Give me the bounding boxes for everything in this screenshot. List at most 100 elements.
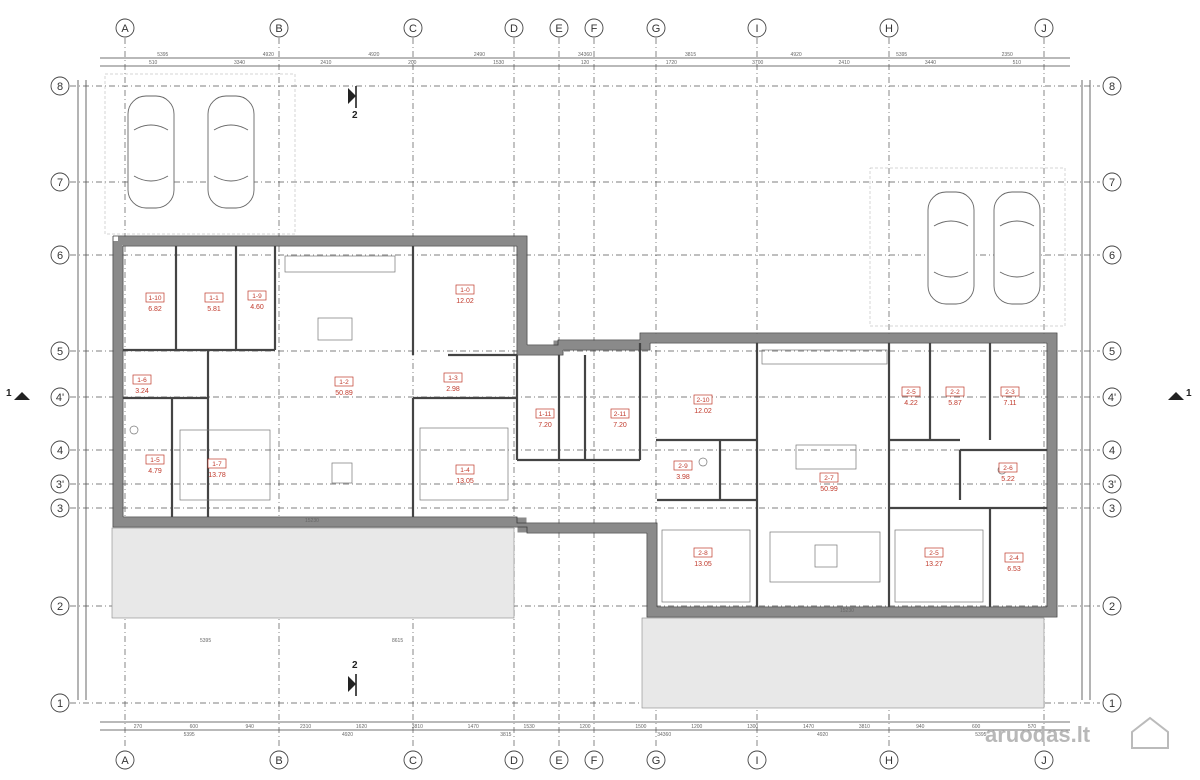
column-marker: F [584, 750, 604, 770]
dimension-text: 1470 [803, 724, 814, 730]
room-area: 2.98 [446, 386, 460, 393]
dimension-text: 2350 [1002, 52, 1013, 58]
room-number: 2-5 [906, 389, 916, 396]
dimension-text: 3810 [412, 724, 423, 730]
bed [179, 429, 271, 501]
row-label: 7 [57, 177, 63, 189]
row-marker: 6 [1102, 245, 1122, 265]
room-number: 1-9 [252, 293, 262, 300]
room-number: 1-7 [212, 461, 222, 468]
room-label: 2-93.98 [673, 460, 693, 481]
room-area: 5.87 [948, 400, 962, 407]
row-marker: 1 [1102, 693, 1122, 713]
dimension-text: 1530 [493, 60, 504, 66]
room-area: 4.60 [250, 304, 264, 311]
row-marker: 2 [50, 596, 70, 616]
car-icon [927, 191, 975, 305]
room-number: 2-4 [1009, 555, 1019, 562]
room-label: 1-32.98 [443, 372, 463, 393]
dimension-text: 5395 [184, 732, 195, 738]
room-area: 50.99 [820, 486, 838, 493]
dimension-text: 940 [916, 724, 925, 730]
room-label: 1-15.81 [204, 292, 224, 313]
dimension-text: 4920 [368, 52, 379, 58]
room-label: 2-65.22 [998, 462, 1018, 483]
column-label: A [121, 755, 129, 767]
column-marker: J [1034, 18, 1054, 38]
row-marker: 4' [1102, 387, 1122, 407]
dimension-text: 1530 [524, 724, 535, 730]
column-label: G [652, 23, 661, 35]
toilet [698, 457, 708, 467]
row-label: 4' [1108, 392, 1116, 404]
room-area: 7.11 [1003, 400, 1016, 407]
dimension-text: 120 [581, 60, 590, 66]
room-area: 50.89 [335, 390, 353, 397]
row-label: 4 [1109, 445, 1115, 457]
room-number: 1-11 [539, 411, 552, 418]
section-mark-left: 1 [6, 388, 30, 400]
toilet [129, 425, 139, 435]
column-label: A [121, 23, 129, 35]
row-label: 7 [1109, 177, 1115, 189]
column-label: I [755, 23, 758, 35]
column-label: H [885, 23, 893, 35]
row-marker: 5 [1102, 341, 1122, 361]
section-label: 2 [352, 110, 358, 121]
dimension-text: 8615 [392, 638, 403, 644]
column-label: I [755, 755, 758, 767]
row-label: 3' [1108, 479, 1116, 491]
column-marker: I [747, 18, 767, 38]
row-marker: 7 [50, 172, 70, 192]
dining-table [795, 444, 857, 470]
row-label: 5 [1109, 346, 1115, 358]
bed [419, 427, 509, 501]
dimension-text: 3810 [859, 724, 870, 730]
dimension-text: 1470 [468, 724, 479, 730]
car-icons [127, 95, 1041, 305]
row-label: 3 [57, 503, 63, 515]
dimension-text: 940 [246, 724, 255, 730]
row-label: 6 [57, 250, 63, 262]
room-label: 2-46.53 [1004, 552, 1024, 573]
room-number: 2-10 [696, 397, 709, 404]
column-label: E [555, 23, 562, 35]
room-label: 1-9 4.60 [247, 290, 267, 311]
column-label: C [409, 23, 417, 35]
column-marker: J [1034, 750, 1054, 770]
room-label: 1-250.89 [334, 376, 354, 397]
dimension-text: 1200 [691, 724, 702, 730]
sofa [769, 531, 881, 583]
row-label: 8 [1109, 81, 1115, 93]
section-mark-right: 1 [1168, 388, 1192, 400]
room-area: 13.05 [694, 561, 712, 568]
room-label: 1-106.82 [145, 292, 165, 313]
coffee-table [331, 462, 353, 484]
row-marker: 4 [50, 440, 70, 460]
dimension-text: 3815 [685, 52, 696, 58]
room-area: 3.98 [676, 474, 690, 481]
row-marker: 6 [50, 245, 70, 265]
row-label: 8 [57, 81, 63, 93]
dining-table [317, 317, 353, 341]
column-marker: E [549, 18, 569, 38]
dimension-text: 3340 [234, 60, 245, 66]
room-label: 2-513.27 [924, 547, 944, 568]
car-icon [127, 95, 175, 209]
dimension-text: 4920 [791, 52, 802, 58]
room-label: 1-63.24 [132, 374, 152, 395]
dimension-text: 200 [408, 60, 417, 66]
room-area: 12.02 [456, 298, 474, 305]
house-icon [1131, 716, 1169, 749]
room-area: 3.24 [135, 388, 149, 395]
room-number: 1-1 [209, 295, 219, 302]
column-marker: C [403, 18, 423, 38]
row-marker: 2 [1102, 596, 1122, 616]
room-label: 2-813.05 [693, 547, 713, 568]
column-marker: G [646, 18, 666, 38]
bed [894, 529, 984, 603]
dimension-text: 5395 [157, 52, 168, 58]
column-marker: H [879, 18, 899, 38]
